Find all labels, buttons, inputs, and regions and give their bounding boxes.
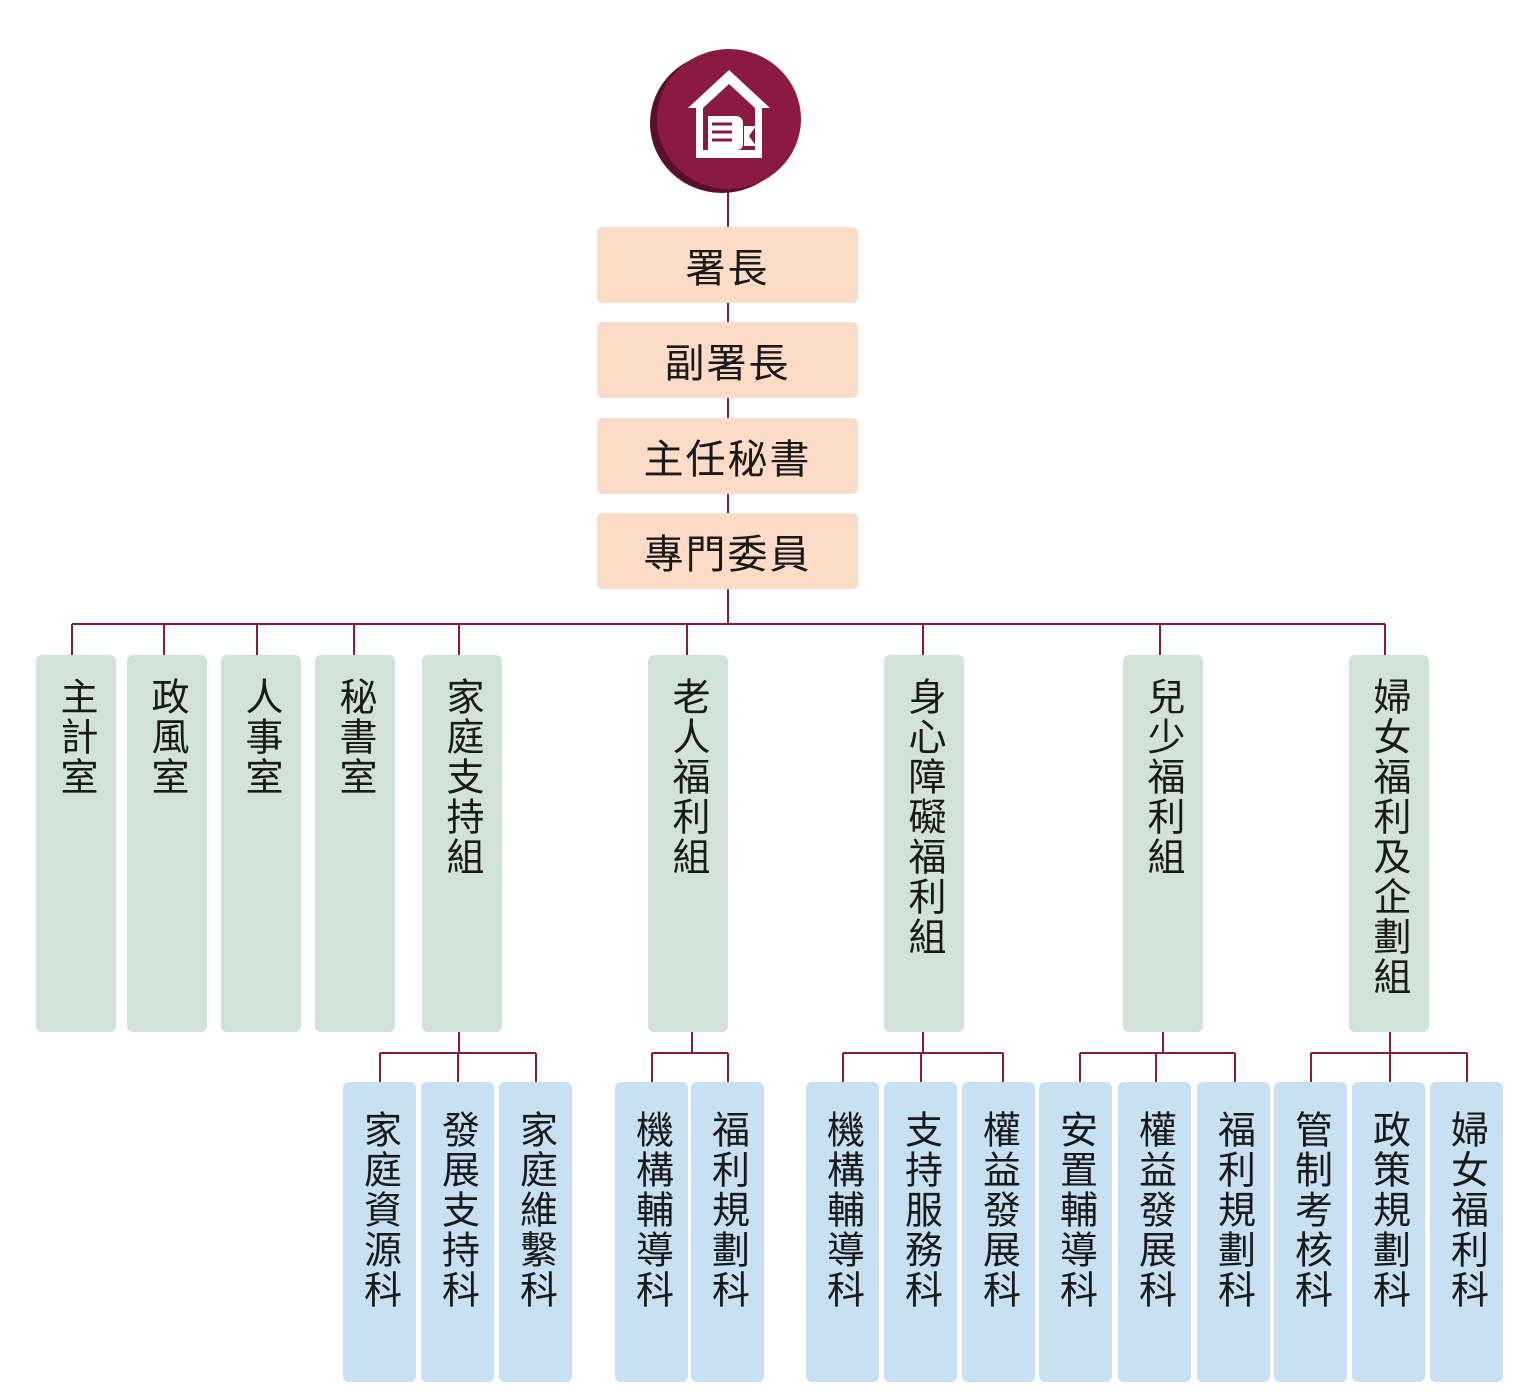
section-support-services: 支持服務科 [884,1082,957,1382]
section-label: 家庭維繫科 [513,1110,558,1310]
unit-label: 主計室 [54,677,98,797]
unit-child-welfare: 兒少福利組 [1123,655,1203,1032]
section-disability-institution-guidance: 機構輔導科 [806,1082,879,1382]
unit-secretariat: 秘書室 [315,655,395,1032]
unit-accounting: 主計室 [36,655,116,1032]
unit-label: 政風室 [145,677,189,797]
senior-specialist-box: 專門委員 [597,513,858,589]
unit-label: 家庭支持組 [440,677,484,877]
section-placement-guidance: 安置輔導科 [1039,1082,1112,1382]
section-label: 發展支持科 [435,1110,480,1310]
section-label: 福利規劃科 [1211,1110,1256,1310]
section-label: 權益發展科 [976,1110,1021,1310]
senior-specialist-label: 專門委員 [643,532,812,578]
unit-personnel: 人事室 [221,655,301,1032]
section-policy-planning: 政策規劃科 [1352,1082,1425,1382]
section-women-welfare: 婦女福利科 [1430,1082,1503,1382]
section-label: 權益發展科 [1132,1110,1177,1310]
section-child-rights-development: 權益發展科 [1118,1082,1191,1382]
section-label: 福利規劃科 [705,1110,750,1310]
chief-secretary-box: 主任秘書 [597,418,858,494]
section-family-resources: 家庭資源科 [343,1082,416,1382]
section-development-support: 發展支持科 [421,1082,494,1382]
section-label: 婦女福利科 [1444,1110,1489,1310]
logo-emblem-icon [650,49,801,193]
section-label: 機構輔導科 [629,1110,674,1310]
section-elderly-institution-guidance: 機構輔導科 [615,1082,688,1382]
section-label: 政策規劃科 [1366,1110,1411,1310]
section-child-welfare-planning: 福利規劃科 [1197,1082,1270,1382]
section-label: 機構輔導科 [820,1110,865,1310]
unit-label: 兒少福利組 [1141,677,1185,877]
section-label: 安置輔導科 [1053,1110,1098,1310]
section-label: 家庭資源科 [357,1110,402,1310]
unit-label: 婦女福利及企劃組 [1367,677,1411,997]
section-disability-rights-development: 權益發展科 [962,1082,1035,1382]
unit-women-welfare-planning: 婦女福利及企劃組 [1349,655,1429,1032]
unit-disability-welfare: 身心障礙福利組 [884,655,964,1032]
unit-ethics: 政風室 [127,655,207,1032]
director-general-box: 署長 [597,227,858,303]
unit-label: 老人福利組 [666,677,710,877]
director-general-label: 署長 [685,246,770,292]
unit-label: 秘書室 [333,677,377,797]
unit-family-support: 家庭支持組 [422,655,502,1032]
section-control-evaluation: 管制考核科 [1274,1082,1347,1382]
section-family-preservation: 家庭維繫科 [499,1082,572,1382]
section-label: 支持服務科 [898,1110,943,1310]
deputy-director-general-box: 副署長 [597,322,858,398]
deputy-director-general-label: 副署長 [664,341,791,387]
section-elderly-welfare-planning: 福利規劃科 [691,1082,764,1382]
unit-label: 身心障礙福利組 [902,677,946,957]
unit-label: 人事室 [239,677,283,797]
section-label: 管制考核科 [1288,1110,1333,1310]
unit-elderly-welfare: 老人福利組 [648,655,728,1032]
chief-secretary-label: 主任秘書 [643,437,812,483]
